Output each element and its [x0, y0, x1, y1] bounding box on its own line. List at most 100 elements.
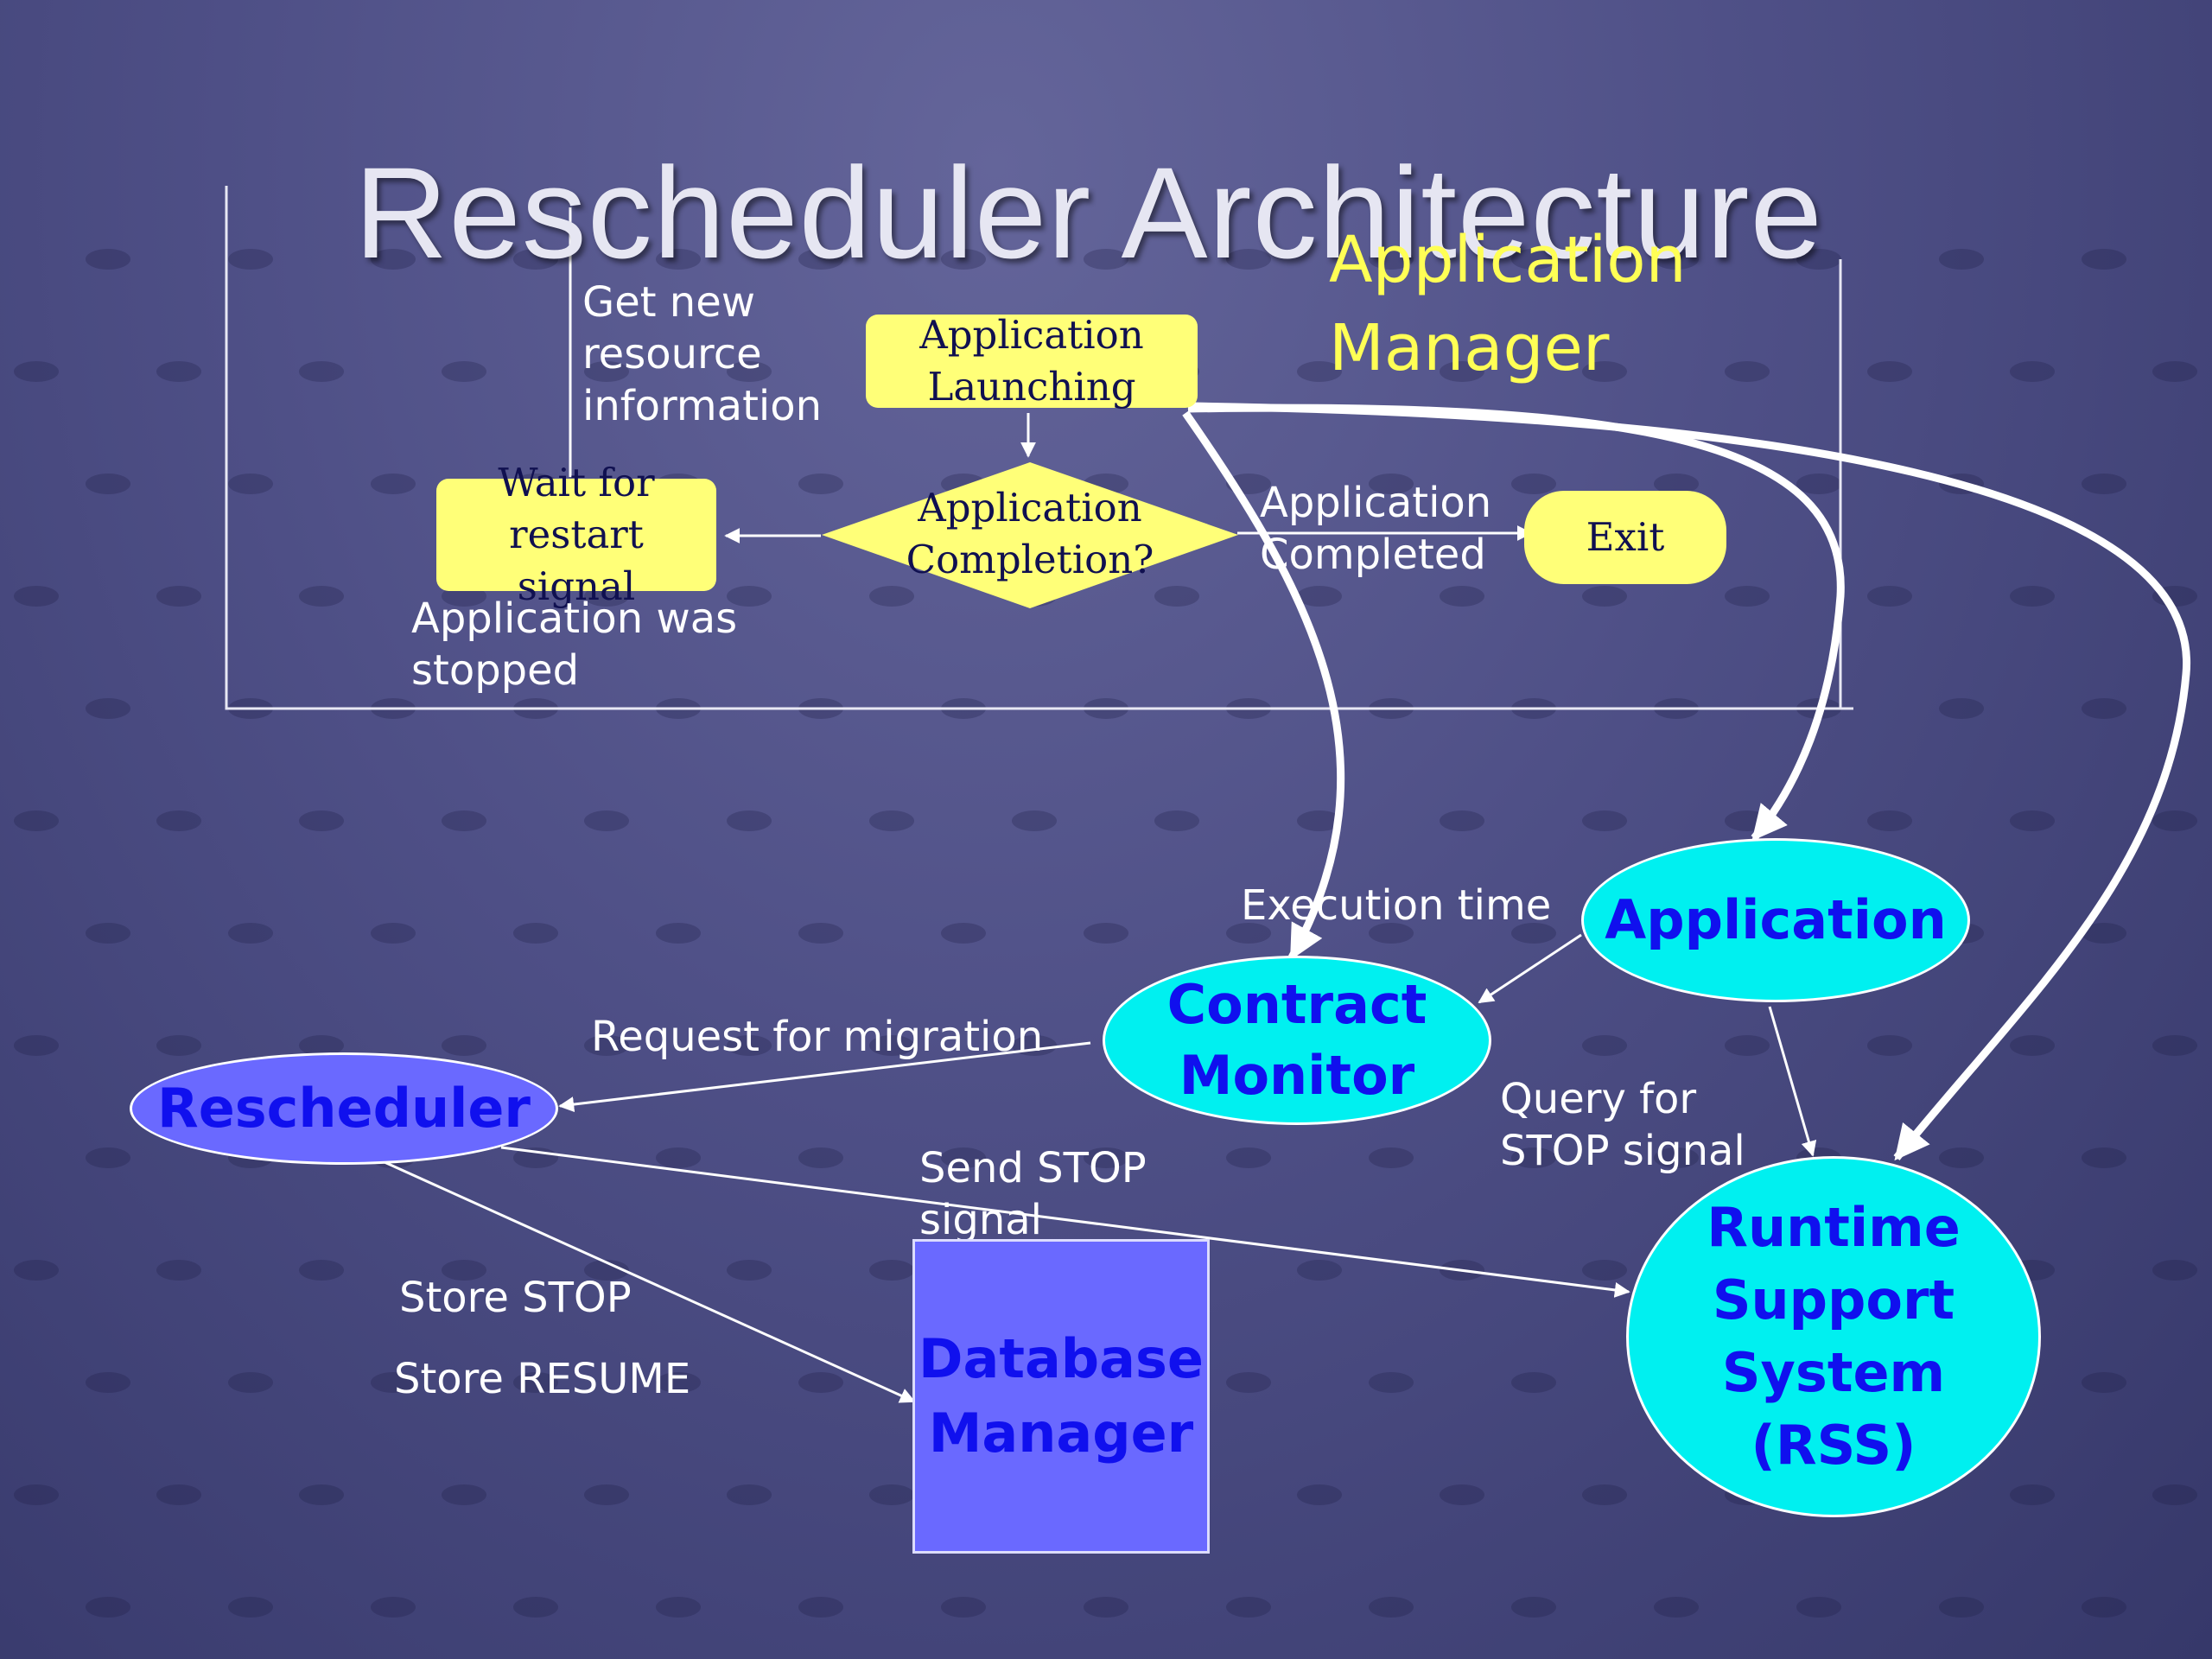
background-dot: [1867, 1035, 1912, 1056]
background-dot: [869, 1260, 914, 1281]
background-dot: [941, 249, 986, 270]
background-dot: [1582, 1035, 1627, 1056]
background-dot: [371, 923, 416, 944]
background-dot: [156, 361, 201, 382]
background-dot: [1654, 474, 1699, 494]
database-manager-text: Database Manager: [918, 1327, 1204, 1465]
background-dot: [656, 1372, 701, 1393]
background-dot: [1226, 1147, 1271, 1168]
curve-launching-to-rss: [1187, 402, 2191, 1161]
background-dot: [442, 1260, 486, 1281]
background-dot: [1226, 1597, 1271, 1618]
background-dot: [1939, 1597, 1984, 1618]
background-dot: [513, 923, 558, 944]
background-dot: [2082, 1372, 2126, 1393]
background-dot: [2152, 1484, 2197, 1505]
background-dot: [1440, 1484, 1484, 1505]
background-dot: [1297, 1484, 1342, 1505]
background-dot: [1226, 1372, 1271, 1393]
arrow-application-to-rss: [1768, 1006, 1817, 1157]
background-dot: [1582, 810, 1627, 831]
background-dot: [1440, 586, 1484, 607]
background-dot: [727, 1260, 772, 1281]
background-dot: [442, 1484, 486, 1505]
background-dot: [869, 1035, 914, 1056]
background-dot: [1796, 474, 1841, 494]
slide-title: Rescheduler Architecture: [354, 140, 1823, 285]
background-dot: [1226, 249, 1271, 270]
background-dot: [2152, 361, 2197, 382]
background-dot: [513, 1597, 558, 1618]
background-dot: [1084, 1597, 1128, 1618]
background-dot: [1582, 1260, 1627, 1281]
background-dot: [228, 249, 273, 270]
background-dot: [14, 1484, 59, 1505]
background-dot: [1012, 810, 1057, 831]
background-dot: [156, 1484, 201, 1505]
background-dot: [1582, 586, 1627, 607]
background-dot: [1154, 810, 1199, 831]
background-dot: [86, 1147, 130, 1168]
label-get-new-resource: Get new resource information: [582, 278, 823, 430]
background-dot: [371, 474, 416, 494]
background-dot: [1154, 586, 1199, 607]
background-dot: [228, 1597, 273, 1618]
background-dot: [1369, 1597, 1414, 1618]
background-dot: [156, 810, 201, 831]
background-dot: [2010, 1484, 2055, 1505]
background-dot: [228, 1372, 273, 1393]
background-dot: [1939, 698, 1984, 719]
background-dot: [1725, 361, 1770, 382]
background-dot: [1796, 249, 1841, 270]
background-dot: [798, 1372, 843, 1393]
background-dot: [371, 1597, 416, 1618]
background-dot: [2152, 810, 2197, 831]
background-dot: [299, 1484, 344, 1505]
background-dot: [1725, 586, 1770, 607]
background-dot: [2152, 1260, 2197, 1281]
background-dot: [299, 1260, 344, 1281]
background-dot: [869, 1484, 914, 1505]
background-dot: [1297, 586, 1342, 607]
curve-launching-to-application: [1187, 404, 1845, 842]
background-dot: [1867, 586, 1912, 607]
background-dot: [86, 1597, 130, 1618]
background-dot: [1369, 474, 1414, 494]
background-dot: [299, 361, 344, 382]
background-dot: [941, 1597, 986, 1618]
label-store-stop: Store STOP: [399, 1274, 632, 1322]
background-dot: [2010, 1035, 2055, 1056]
background-dot: [156, 1035, 201, 1056]
background-dot: [14, 1035, 59, 1056]
background-dot: [14, 586, 59, 607]
background-dot: [442, 1035, 486, 1056]
label-application-stopped: Application was stopped: [411, 594, 738, 695]
background-dot: [727, 1035, 772, 1056]
label-send-stop: Send STOP signal: [919, 1144, 1147, 1244]
background-dot: [1867, 810, 1912, 831]
background-dot: [1226, 923, 1271, 944]
background-dot: [299, 1035, 344, 1056]
background-dot: [1297, 361, 1342, 382]
background-dot: [2082, 698, 2126, 719]
background-dot: [656, 249, 701, 270]
background-dot: [513, 249, 558, 270]
background-dot: [86, 249, 130, 270]
background-dot: [869, 810, 914, 831]
background-dot: [2082, 474, 2126, 494]
background-dot: [156, 1260, 201, 1281]
background-dot: [1084, 249, 1128, 270]
background-dot: [1440, 361, 1484, 382]
application-launching-text: Application Launching: [919, 312, 1144, 410]
background-dot: [798, 1597, 843, 1618]
background-dot: [1511, 249, 1556, 270]
background-dot: [86, 698, 130, 719]
background-dot: [656, 923, 701, 944]
arrow-application-to-contract-monitor: [1478, 933, 1582, 1004]
arrow-rescheduler-to-database: [384, 1160, 916, 1403]
arrow-rescheduler-to-rss: [500, 1146, 1630, 1298]
background-dot: [584, 1484, 629, 1505]
background-dot: [442, 361, 486, 382]
background-dot: [228, 474, 273, 494]
